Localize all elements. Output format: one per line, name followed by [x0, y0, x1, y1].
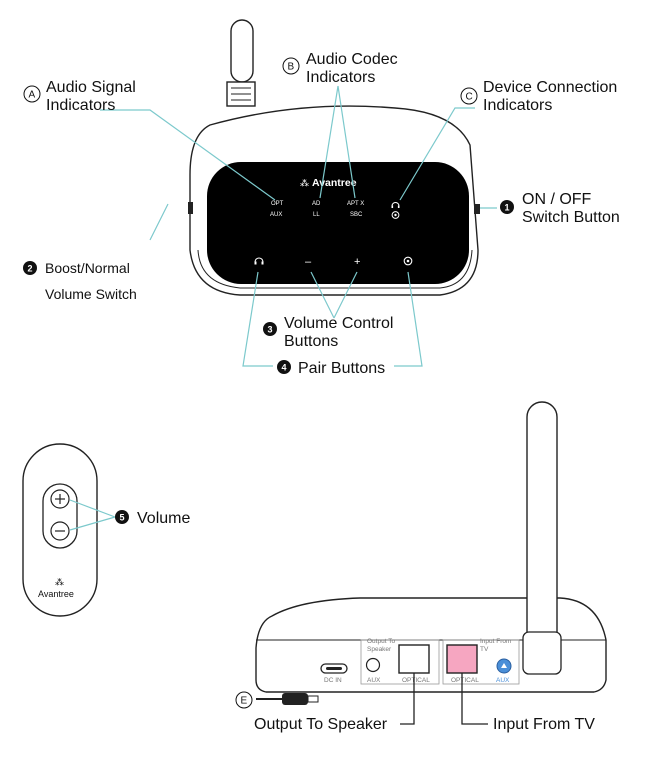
front-control-panel: [207, 162, 469, 284]
callout-3-line2: Buttons: [284, 333, 338, 350]
callout-e: E: [235, 691, 253, 709]
callout-3-line1: Volume Control: [284, 315, 393, 332]
pair-button-right[interactable]: [403, 256, 413, 266]
dc-in-label: DC IN: [324, 677, 342, 684]
callout-a: A Audio Signal Indicators: [23, 79, 136, 114]
callout-4-label: Pair Buttons: [298, 360, 385, 377]
volume-minus-button[interactable]: –: [305, 256, 312, 268]
aux-out-label: AUX: [367, 677, 381, 684]
input-from-tv-label: Input From TV: [493, 716, 595, 733]
input-port-group: [442, 639, 520, 685]
callout-1-line2: Switch Button: [522, 209, 620, 226]
remote-logo-icon: ⁂: [55, 577, 64, 587]
svg-text:Input From: Input From: [480, 638, 511, 645]
indicator-opt: OPT: [271, 201, 284, 207]
callout-output-to-speaker: Output To Speaker: [254, 673, 415, 733]
optical-in-port: [446, 644, 478, 674]
callout-5-label: Volume: [137, 510, 190, 527]
callout-b-line1: Audio Codec: [306, 51, 398, 68]
aux-in-label: AUX: [496, 677, 510, 684]
brand-logo: ⁂ Avantree: [300, 177, 357, 189]
indicator-ad: AD: [312, 201, 321, 207]
svg-text:4: 4: [282, 363, 287, 373]
remote-brand: Avantree: [38, 589, 74, 599]
optical-in-label: OPTICAL: [451, 677, 479, 684]
top-antenna: [226, 19, 256, 107]
callout-b: B Audio Codec Indicators: [282, 51, 398, 86]
indicator-sbc: SBC: [350, 212, 363, 218]
callout-a-line2: Indicators: [46, 97, 115, 114]
svg-text:C: C: [466, 92, 473, 103]
remote-minus-button[interactable]: [50, 521, 70, 541]
callout-input-from-tv: Input From TV: [461, 673, 595, 733]
callout-c-line2: Indicators: [483, 97, 552, 114]
svg-text:TV: TV: [480, 646, 489, 653]
volume-remote: ⁂ Avantree: [22, 443, 98, 617]
callout-b-line2: Indicators: [306, 69, 375, 86]
back-antenna: [522, 401, 562, 675]
output-to-speaker-label: Output To Speaker: [254, 716, 388, 733]
brand-name: Avantree: [312, 177, 357, 189]
callout-1: 1 ON / OFF Switch Button: [500, 191, 620, 226]
svg-text:E: E: [241, 696, 248, 707]
callout-1-line1: ON / OFF: [522, 191, 592, 208]
aux-out-port: [365, 657, 381, 673]
callout-a-line1: Audio Signal: [46, 79, 136, 96]
indicator-ll: LL: [313, 212, 320, 218]
callout-c: C Device Connection Indicators: [460, 79, 617, 114]
svg-text:Speaker: Speaker: [367, 646, 392, 653]
dc-power-cable: [256, 693, 319, 705]
remote-plus-button[interactable]: [50, 489, 70, 509]
indicator-aptx: APT X: [347, 201, 364, 207]
pair-button-left[interactable]: [254, 257, 264, 265]
callout-2-line1: Boost/Normal: [45, 260, 130, 276]
back-transmitter-device: DC IN Output To Speaker AUX OPTICAL Inpu…: [255, 401, 607, 705]
svg-text:1: 1: [505, 203, 510, 213]
svg-text:5: 5: [120, 513, 125, 523]
callout-5: 5 Volume: [69, 499, 190, 531]
dc-in-port: [320, 663, 348, 674]
boost-normal-switch[interactable]: [188, 202, 193, 214]
callout-c-line1: Device Connection: [483, 79, 617, 96]
optical-out-port: [398, 644, 430, 674]
svg-text:⁂: ⁂: [300, 178, 309, 188]
top-transmitter-device: ⁂ Avantree OPT AUX AD LL APT X SBC – +: [188, 19, 480, 296]
svg-text:Output To: Output To: [367, 638, 395, 645]
callout-lines-top: [100, 85, 497, 367]
device-connection-headphone-icon-1: [391, 202, 400, 208]
indicator-aux: AUX: [270, 212, 282, 218]
callout-2-line2: Volume Switch: [45, 286, 137, 302]
volume-plus-button[interactable]: +: [354, 256, 360, 268]
callout-2: 2 Boost/Normal Volume Switch: [23, 260, 137, 302]
svg-text:B: B: [288, 62, 295, 73]
optical-out-label: OPTICAL: [402, 677, 430, 684]
on-off-switch[interactable]: [474, 204, 480, 214]
callout-3: 3 Volume Control Buttons: [263, 315, 393, 350]
callout-4: 4 Pair Buttons: [277, 360, 385, 377]
output-port-group: [360, 639, 440, 685]
svg-text:3: 3: [268, 325, 273, 335]
device-connection-headphone-icon-2: [391, 211, 400, 219]
svg-text:A: A: [29, 90, 36, 101]
svg-text:2: 2: [28, 264, 33, 274]
